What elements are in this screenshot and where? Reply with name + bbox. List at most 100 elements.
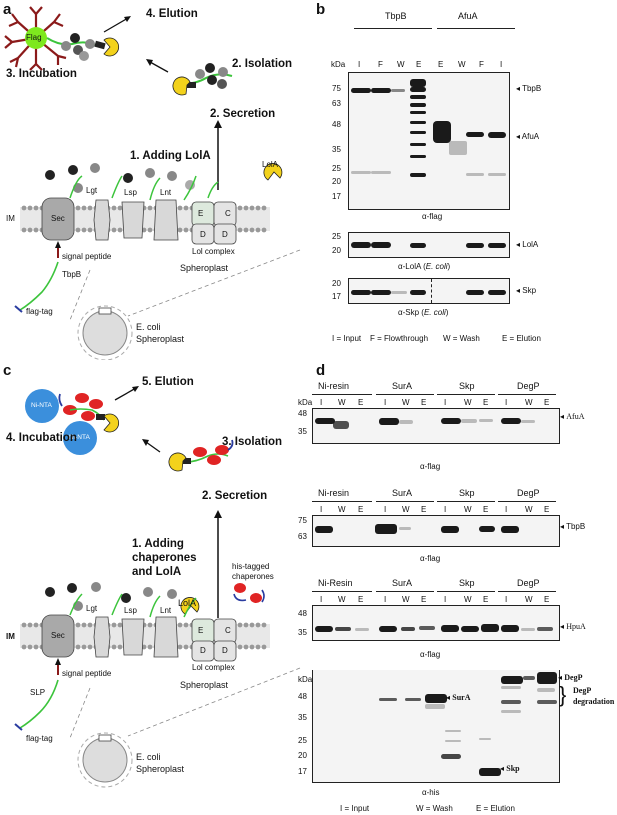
step-secretion-c: 2. Secretion — [202, 490, 268, 502]
d2-lane-1: W — [338, 505, 346, 514]
flag-tag-label-c: flag-tag — [26, 734, 53, 743]
d2-lane-6: I — [444, 505, 447, 514]
blot-d-hpua — [312, 605, 560, 641]
lane-b-4: E — [438, 60, 444, 69]
b3-skp-label: ◂ Skp — [516, 286, 537, 295]
step-secretion-a: 2. Secretion — [210, 108, 276, 120]
lane-b-5: W — [458, 60, 466, 69]
d3-hpua-text: HpuA — [566, 622, 586, 631]
d2-lane-9: I — [505, 505, 508, 514]
ecoli-spheroplast-label-a: Spheroplast — [136, 334, 185, 344]
lgt-enzyme — [93, 199, 111, 241]
d-caption-flag-1: α-flag — [420, 462, 441, 471]
panel-label-a: a — [3, 1, 12, 18]
d2-label-a: D — [222, 230, 228, 239]
d4-degp-text: DegP — [564, 673, 583, 682]
d4-brace: } — [559, 682, 567, 707]
ni-nta-bead-1 — [25, 389, 59, 423]
lane-b-3: E — [416, 60, 422, 69]
group-afua-line — [437, 28, 515, 29]
ecoli-label-c: E. coli — [136, 752, 161, 762]
lola-label-c: LolA — [178, 598, 197, 608]
b2-caption-pre: α-LolA ( — [398, 262, 426, 271]
free-lola-icon — [263, 163, 283, 181]
b1-marker-6: 17 — [332, 192, 341, 201]
b-legend-2: W = Wash — [443, 334, 480, 343]
d2-marker-0: 75 — [298, 516, 307, 525]
b2-lola-label: ◂ LolA — [516, 240, 539, 249]
d-caption-flag-2: α-flag — [420, 554, 441, 563]
blot-b-flag — [348, 72, 510, 210]
d4-skp-text: Skp — [506, 764, 520, 773]
lsp-enzyme — [121, 201, 145, 239]
signal-peptide-label-c: signal peptide — [62, 669, 112, 678]
d1-group-2: Skp — [459, 381, 475, 391]
b3-caption-pre: α-Skp ( — [398, 308, 424, 317]
b1-marker-4: 25 — [332, 164, 341, 173]
lola-icon — [103, 37, 119, 57]
panel-c-schematic — [14, 386, 301, 788]
e-label-a: E — [198, 209, 204, 218]
d3-lane-9: I — [505, 595, 508, 604]
d2-group-3: DegP — [517, 488, 540, 498]
lnt-label-a: Lnt — [160, 188, 172, 197]
b2-marker-0: 25 — [332, 232, 341, 241]
lsp-label-c: Lsp — [124, 606, 137, 615]
d1-lane-9: I — [505, 398, 508, 407]
blot-d-his — [312, 670, 560, 783]
b1-marker-2: 48 — [332, 120, 341, 129]
panel-label-c: c — [3, 362, 12, 379]
d1-marker-1: 35 — [298, 427, 307, 436]
group-tbpb-label: TbpB — [385, 11, 407, 21]
d1-lane-4: W — [402, 398, 410, 407]
b1-marker-1: 63 — [332, 99, 341, 108]
d-legend-0: I = Input — [340, 804, 370, 813]
d-caption-flag-3: α-flag — [420, 650, 441, 659]
d3-lane-6: I — [444, 595, 447, 604]
b3-caption-italic: E. coli — [423, 308, 446, 317]
sec-translocon-c — [41, 614, 75, 658]
b-legend-1: F = Flowthrough — [370, 334, 429, 343]
lane-b-7: I — [500, 60, 503, 69]
d1-lane-0: I — [320, 398, 323, 407]
lane-b-0: I — [358, 60, 361, 69]
blot-d-tbpb — [312, 515, 560, 547]
e-label-c: E — [198, 626, 204, 635]
b1-afua-text: AfuA — [521, 132, 540, 141]
his-tagged-label-2: chaperones — [232, 572, 274, 581]
c-label-c: C — [225, 626, 231, 635]
d4-marker-1: 35 — [298, 713, 307, 722]
b1-tbpb-text: TbpB — [522, 84, 542, 93]
d3-group-1: SurA — [392, 578, 413, 588]
flag-tag-label-a: flag-tag — [26, 307, 53, 316]
flag-bead — [25, 27, 47, 49]
d2-tbpb-label: ◂ TbpB — [560, 522, 586, 531]
sec-translocon — [41, 197, 75, 241]
d3-lane-8: E — [483, 595, 489, 604]
im-label-a: IM — [6, 214, 15, 223]
b1-afua-label: ◂ AfuA — [516, 132, 540, 141]
step-elution-c: 5. Elution — [142, 376, 194, 388]
ni-nta-label-2: Ni-NTA — [69, 434, 90, 441]
signal-peptide-label-a: signal peptide — [62, 252, 112, 261]
d4-sura-text: SurA — [452, 693, 471, 702]
group-tbpb-line — [354, 28, 432, 29]
step-isolation-c: 3. Isolation — [222, 436, 283, 448]
spheroplast-cell — [82, 310, 128, 356]
panel-label-b: b — [316, 1, 326, 18]
d1-label-a: D — [200, 230, 206, 239]
d2-lane-5: E — [421, 505, 427, 514]
d3-hpua-label: ◂ HpuA — [560, 622, 586, 631]
step-incubation-c: 4. Incubation — [6, 432, 77, 444]
ecoli-spheroplast-label-c: Spheroplast — [136, 764, 185, 774]
d2-group-1: SurA — [392, 488, 413, 498]
d1-lane-2: E — [358, 398, 364, 407]
spheroplast-label-a: Spheroplast — [180, 263, 229, 273]
d1-lane-11: E — [544, 398, 550, 407]
d2-lane-10: W — [525, 505, 533, 514]
d3-lane-5: E — [421, 595, 427, 604]
d2-lane-11: E — [544, 505, 550, 514]
d3-lane-10: W — [525, 595, 533, 604]
b2-caption-italic: E. coli — [425, 262, 448, 271]
d2-lane-3: I — [384, 505, 387, 514]
